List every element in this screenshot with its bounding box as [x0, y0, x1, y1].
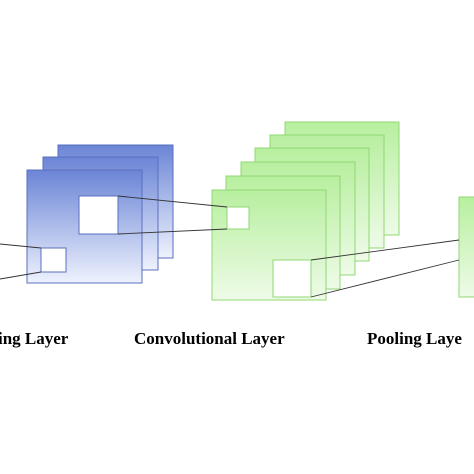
connection-line: [117, 228, 228, 235]
input-receptive-field: [78, 195, 119, 235]
pooling-feature-map: [458, 196, 474, 298]
convolutional-layer-label: Convolutional Layer: [134, 329, 285, 348]
pooling-layer-label: Pooling Laye: [367, 329, 462, 348]
conv-output-unit: [226, 206, 250, 230]
input-layer-stack: [26, 144, 174, 284]
connection-lines: [0, 195, 460, 298]
convolutional-layer-stack: [211, 121, 400, 301]
input-layer-label: ing Layer: [0, 329, 69, 348]
connection-line: [310, 259, 460, 298]
connection-line: [310, 239, 460, 261]
conv-pooling-window: [272, 259, 312, 298]
connection-line: [0, 243, 42, 249]
pooling-layer-stack: [458, 196, 474, 298]
connection-line: [0, 271, 42, 280]
connection-line: [117, 195, 228, 208]
input-incoming-window: [40, 247, 67, 273]
